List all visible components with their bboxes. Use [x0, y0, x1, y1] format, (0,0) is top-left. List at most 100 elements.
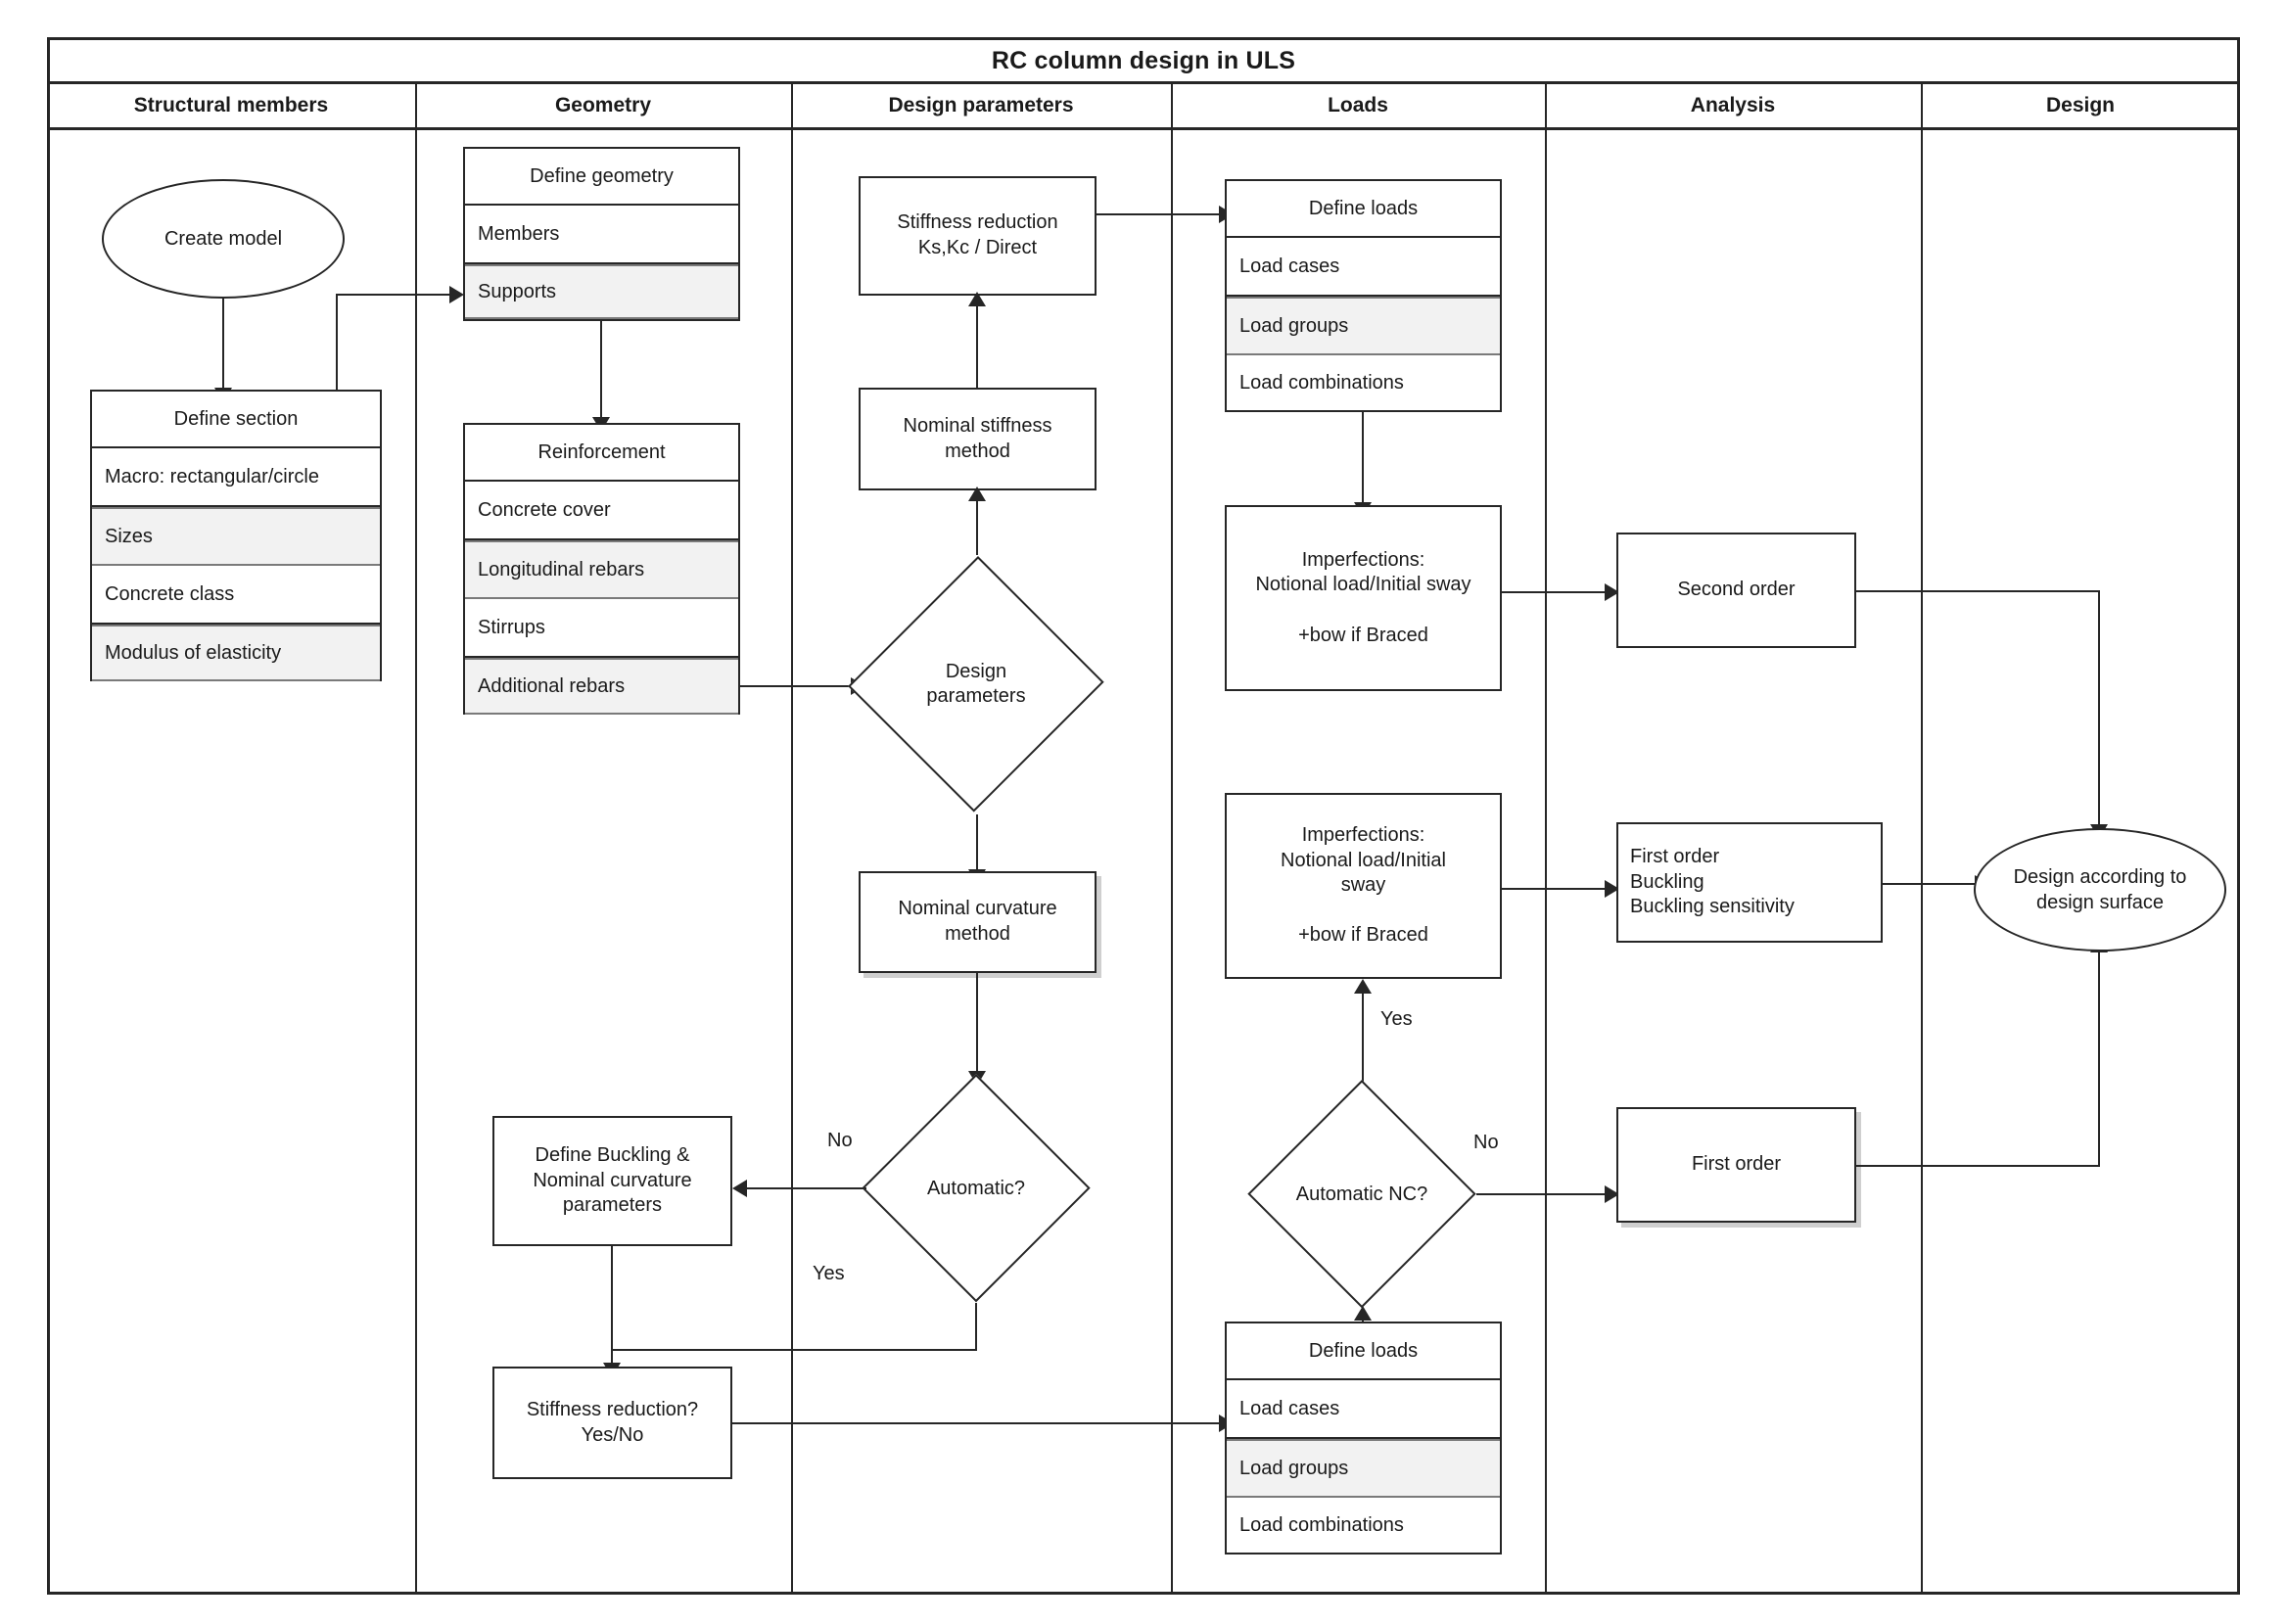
node-define-section[interactable]: Define section Macro: rectangular/circle…: [90, 390, 382, 681]
edge-automatic-yes-h: [611, 1349, 977, 1351]
node-imperfections-middle[interactable]: Imperfections: Notional load/Initial swa…: [1225, 793, 1502, 979]
node-second-order[interactable]: Second order: [1616, 533, 1856, 648]
define-geometry-header: Define geometry: [465, 149, 738, 206]
node-design-parameters-decision[interactable]: Design parameters: [848, 554, 1104, 814]
edge-imperfections-top-to-second-order: [1502, 591, 1610, 593]
lane-divider-3: [1171, 81, 1173, 1595]
reinforcement-row-2[interactable]: Stirrups: [465, 599, 738, 658]
edge-define-section-to-supports-h: [336, 294, 456, 296]
define-loads-top-row-1[interactable]: Load groups: [1227, 297, 1500, 355]
edge-stiffness-reduction-to-define-loads-top: [1097, 213, 1225, 215]
edge-first-order-h: [1856, 1165, 2099, 1167]
edge-label-automatic-yes: Yes: [813, 1263, 845, 1284]
nominal-stiffness-line-2: method: [945, 440, 1010, 462]
lane-label-design: Design: [2045, 94, 2115, 116]
node-define-geometry[interactable]: Define geometry Members Supports: [463, 147, 740, 321]
lane-label-loads: Loads: [1328, 94, 1388, 116]
edge-define-section-to-supports-v: [336, 294, 338, 392]
node-create-model[interactable]: Create model: [102, 179, 345, 299]
stiffness-reduction-q-line-1: Stiffness reduction?: [526, 1398, 699, 1420]
reinforcement-row-3[interactable]: Additional rebars: [465, 658, 738, 715]
nominal-curvature-line-2: method: [945, 923, 1010, 945]
edge-reinforcement-to-design-parameters: [740, 685, 857, 687]
design-parameters-line-2: parameters: [926, 685, 1026, 707]
node-first-order-analysis-list[interactable]: First order Buckling Buckling sensitivit…: [1616, 822, 1883, 943]
node-stiffness-reduction[interactable]: Stiffness reduction Ks,Kc / Direct: [859, 176, 1097, 296]
imperfections-mid-line-3: sway: [1340, 874, 1386, 897]
node-stiffness-reduction-question[interactable]: Stiffness reduction? Yes/No: [492, 1367, 732, 1479]
lane-label-structural-members: Structural members: [133, 94, 329, 116]
define-buckling-line-2: Nominal curvature: [533, 1169, 692, 1191]
edge-nominal-curvature-to-automatic: [976, 973, 978, 1075]
edge-first-order-v: [2098, 951, 2100, 1167]
automatic-nc-label: Automatic NC?: [1295, 1183, 1428, 1205]
imperfections-top-line-2: Notional load/Initial sway: [1255, 574, 1471, 596]
edge-automatic-no: [747, 1187, 866, 1189]
node-reinforcement[interactable]: Reinforcement Concrete cover Longitudina…: [463, 423, 740, 715]
node-nominal-stiffness-method[interactable]: Nominal stiffness method: [859, 388, 1097, 490]
imperfections-mid-line-1: Imperfections:: [1301, 824, 1425, 847]
design-parameters-line-1: Design: [945, 661, 1007, 682]
edge-automatic-yes-v: [975, 1303, 977, 1351]
first-order-label: First order: [1691, 1153, 1782, 1176]
arrowhead-supports: [449, 286, 464, 303]
node-define-buckling-parameters[interactable]: Define Buckling & Nominal curvature para…: [492, 1116, 732, 1246]
stiffness-reduction-q-line-2: Yes/No: [581, 1423, 644, 1446]
node-automatic-nc-decision[interactable]: Automatic NC?: [1247, 1080, 1476, 1309]
arrowhead-first-order-list: [1605, 880, 1619, 898]
define-loads-top-row-0[interactable]: Load cases: [1227, 238, 1500, 297]
edge-label-automatic-nc-yes: Yes: [1380, 1008, 1413, 1030]
edge-design-parameters-to-nominal-curvature: [976, 814, 978, 873]
define-loads-bottom-row-2[interactable]: Load combinations: [1239, 1513, 1404, 1536]
define-geometry-row-1[interactable]: Supports: [465, 264, 738, 319]
define-loads-bottom-row-1[interactable]: Load groups: [1227, 1439, 1500, 1498]
imperfections-mid-line-2: Notional load/Initial: [1281, 849, 1446, 871]
lane-label-analysis: Analysis: [1690, 94, 1776, 116]
arrowhead-first-order: [1605, 1185, 1619, 1203]
define-loads-top-header: Define loads: [1227, 181, 1500, 238]
define-loads-bottom-row-0[interactable]: Load cases: [1227, 1380, 1500, 1439]
stiffness-reduction-line-1: Stiffness reduction: [897, 211, 1058, 234]
define-section-row-2[interactable]: Concrete class: [92, 566, 380, 625]
edge-supports-to-reinforcement: [600, 321, 602, 421]
edge-label-automatic-nc-no: No: [1473, 1132, 1499, 1153]
diagram-title: RC column design in ULS: [991, 46, 1296, 74]
node-design-according-to-design-surface[interactable]: Design according to design surface: [1974, 828, 2226, 951]
edge-define-loads-top-to-imperfections: [1362, 412, 1364, 506]
define-geometry-row-0[interactable]: Members: [465, 206, 738, 264]
second-order-label: Second order: [1677, 579, 1796, 601]
node-automatic-decision[interactable]: Automatic?: [862, 1074, 1091, 1303]
nominal-stiffness-line-1: Nominal stiffness: [903, 414, 1052, 437]
first-order-list-line-1: First order: [1630, 846, 1720, 868]
imperfections-top-line-3: +bow if Braced: [1298, 624, 1428, 646]
define-buckling-line-1: Define Buckling &: [535, 1144, 690, 1167]
edge-first-order-list-to-design-surface: [1883, 883, 1981, 885]
arrowhead-stiffness-reduction-up: [968, 292, 986, 306]
lane-divider-2: [791, 81, 793, 1595]
diagram-title-bar: RC column design in ULS: [47, 37, 2240, 84]
stiffness-reduction-line-2: Ks,Kc / Direct: [917, 237, 1038, 258]
lane-label-design-parameters: Design parameters: [888, 94, 1074, 116]
node-imperfections-top[interactable]: Imperfections: Notional load/Initial swa…: [1225, 505, 1502, 691]
lane-divider-4: [1545, 81, 1547, 1595]
edge-stiffness-q-to-define-loads-bottom: [732, 1422, 1225, 1424]
arrowhead-automatic-nc-up: [1354, 1306, 1372, 1321]
define-loads-top-row-2[interactable]: Load combinations: [1239, 371, 1404, 394]
node-define-loads-bottom[interactable]: Define loads Load cases Load groups Load…: [1225, 1322, 1502, 1554]
arrowhead-imperfections-mid-up: [1354, 979, 1372, 994]
first-order-list-line-2: Buckling: [1630, 870, 1704, 893]
reinforcement-row-0[interactable]: Concrete cover: [465, 482, 738, 540]
reinforcement-row-1[interactable]: Longitudinal rebars: [465, 540, 738, 599]
nominal-curvature-line-1: Nominal curvature: [898, 898, 1057, 920]
define-section-row-3[interactable]: Modulus of elasticity: [92, 625, 380, 681]
reinforcement-header: Reinforcement: [465, 425, 738, 482]
node-nominal-curvature-method[interactable]: Nominal curvature method: [859, 871, 1097, 973]
define-section-row-1[interactable]: Sizes: [92, 507, 380, 566]
edge-second-order-v: [2098, 590, 2100, 828]
node-first-order[interactable]: First order: [1616, 1107, 1856, 1223]
node-create-model-label: Create model: [163, 228, 283, 250]
node-define-loads-top[interactable]: Define loads Load cases Load groups Load…: [1225, 179, 1502, 412]
automatic-label: Automatic?: [926, 1177, 1026, 1199]
define-section-row-0[interactable]: Macro: rectangular/circle: [92, 448, 380, 507]
